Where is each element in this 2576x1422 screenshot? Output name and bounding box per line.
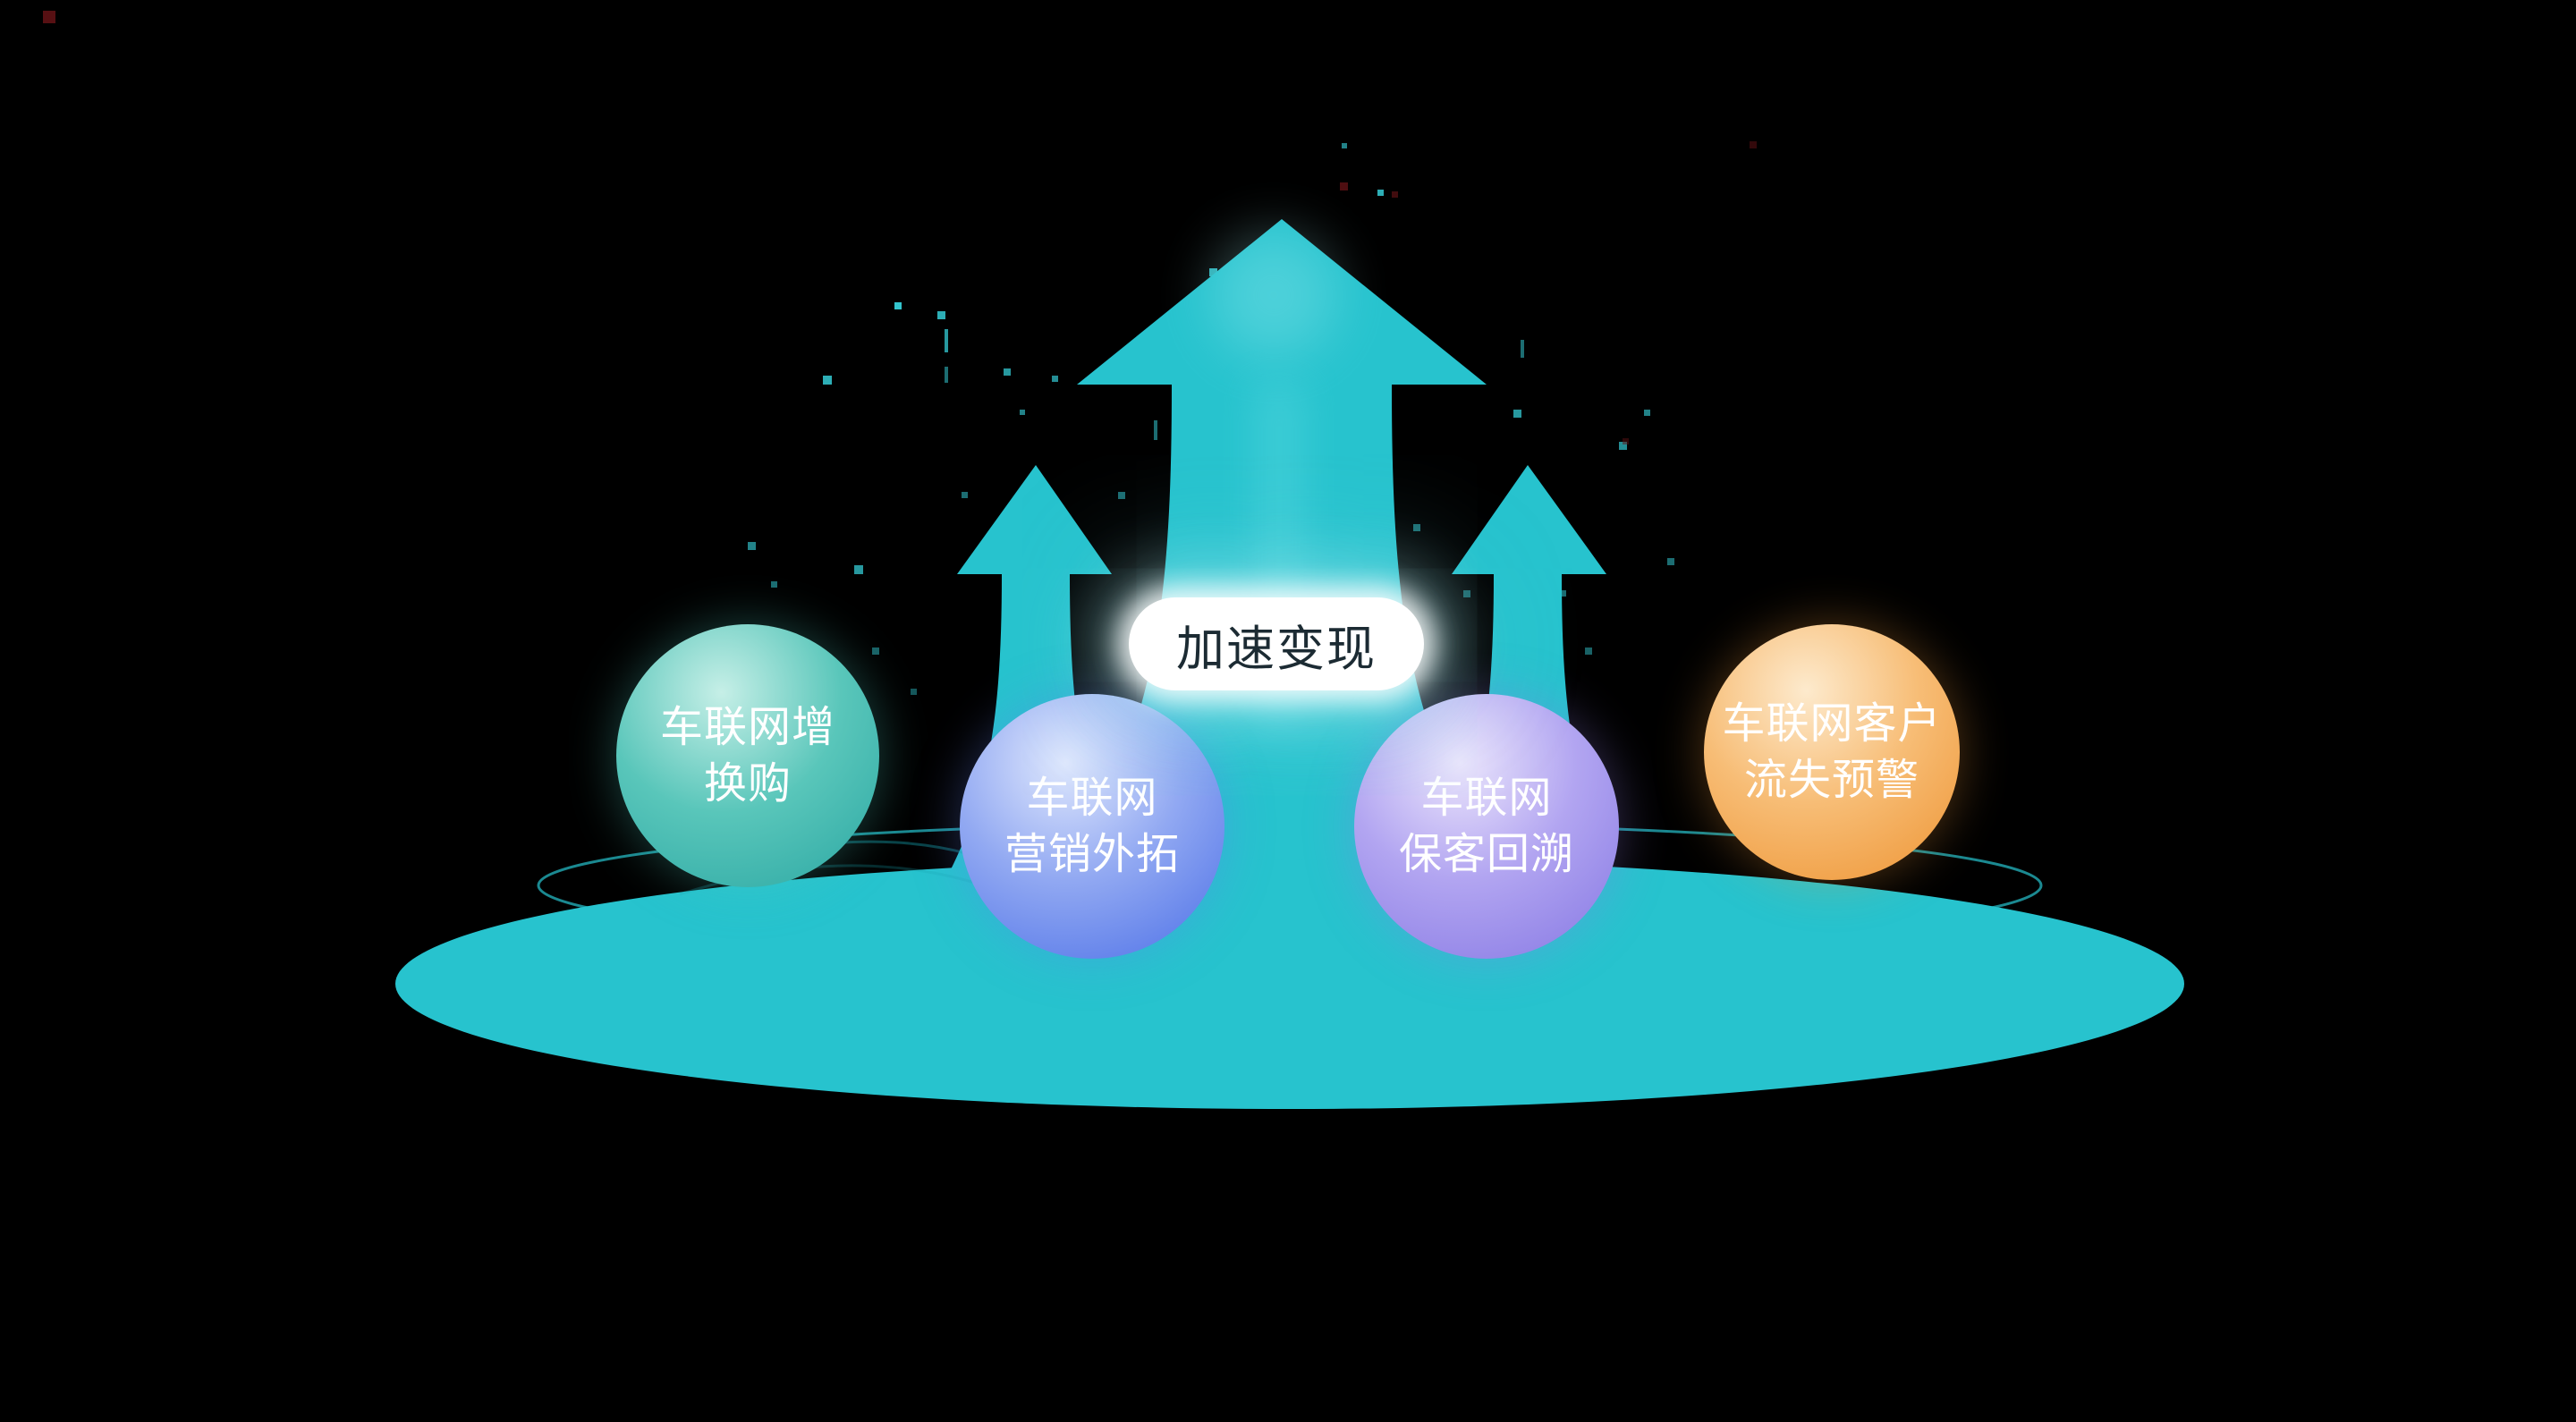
sphere-label-line: 流失预警 bbox=[1743, 757, 1919, 804]
center-label: 加速变现 bbox=[1176, 622, 1377, 676]
sphere-label: 车联网 营销外拓 bbox=[1004, 770, 1180, 884]
sphere-label-line: 保客回溯 bbox=[1398, 831, 1574, 878]
sphere-iov-churn-warning: 车联网客户 流失预警 bbox=[1704, 624, 1960, 880]
sphere-label-line: 车联网 bbox=[1420, 774, 1553, 822]
sphere-label: 车联网增 换购 bbox=[660, 699, 835, 813]
sphere-label-line: 营销外拓 bbox=[1004, 831, 1180, 878]
center-label-pill: 加速变现 bbox=[1129, 597, 1424, 690]
sphere-label-line: 车联网客户 bbox=[1722, 699, 1942, 748]
sphere-label: 车联网 保客回溯 bbox=[1399, 770, 1574, 884]
sphere-label-line: 车联网 bbox=[1026, 774, 1158, 822]
platform-disc bbox=[395, 859, 2184, 1109]
sphere-label-line: 车联网增 bbox=[659, 703, 835, 751]
arrow-tip-glow bbox=[1211, 233, 1336, 358]
sphere-iov-customer-retention-trace: 车联网 保客回溯 bbox=[1354, 694, 1619, 959]
sphere-iov-marketing-expansion: 车联网 营销外拓 bbox=[960, 694, 1224, 959]
sphere-iov-upgrade-repurchase: 车联网增 换购 bbox=[616, 624, 879, 887]
sphere-label: 车联网客户 流失预警 bbox=[1722, 696, 1941, 809]
red-dot-accents bbox=[43, 11, 1757, 444]
sphere-label-line: 换购 bbox=[703, 760, 792, 808]
